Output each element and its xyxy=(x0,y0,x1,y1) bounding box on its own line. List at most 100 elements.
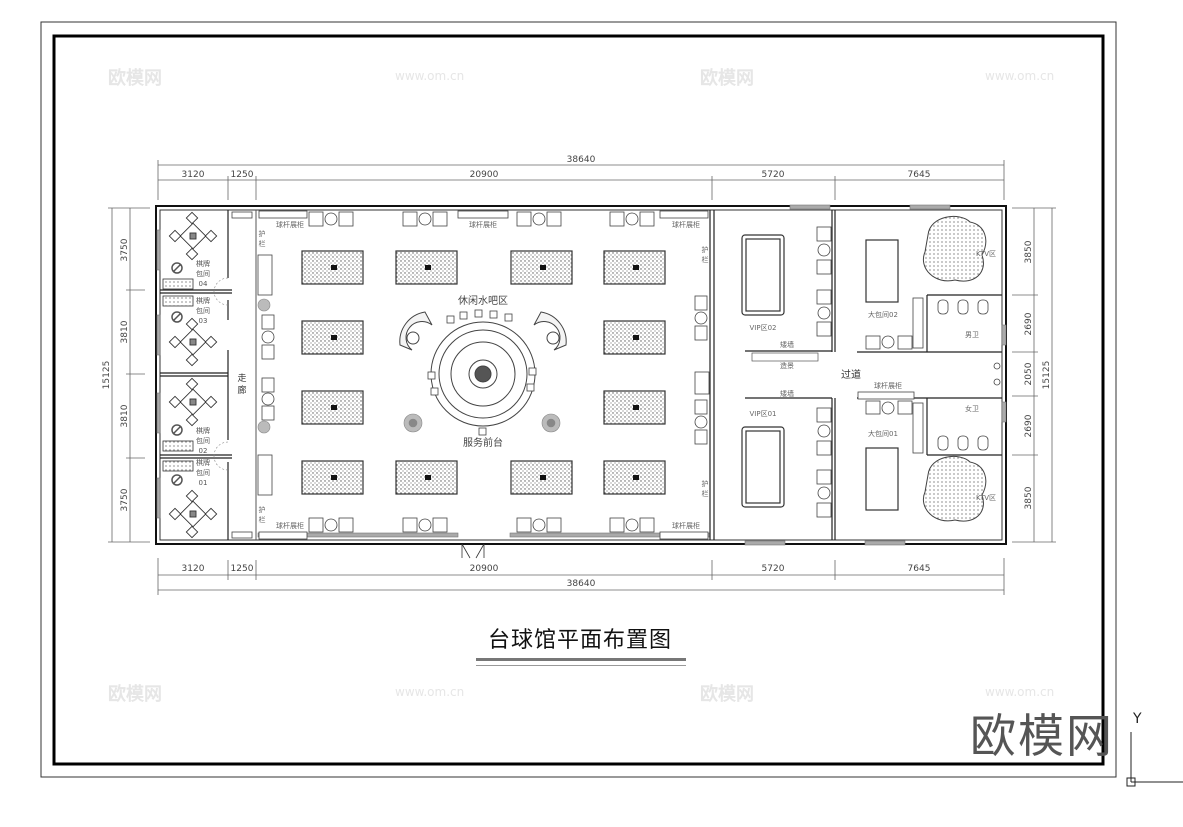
scenery-feature xyxy=(751,352,819,362)
svg-text:5720: 5720 xyxy=(762,564,785,574)
svg-text:2690: 2690 xyxy=(1024,414,1034,437)
svg-text:3850: 3850 xyxy=(1024,486,1034,509)
svg-text:15125: 15125 xyxy=(1042,361,1052,390)
svg-text:02: 02 xyxy=(199,447,208,455)
svg-text:护: 护 xyxy=(702,479,709,488)
svg-text:女卫: 女卫 xyxy=(965,404,979,413)
svg-text:欧模网: 欧模网 xyxy=(700,683,754,705)
svg-text:栏: 栏 xyxy=(259,515,266,524)
svg-text:03: 03 xyxy=(199,317,208,325)
svg-text:造景: 造景 xyxy=(780,361,794,370)
svg-text:球杆展柜: 球杆展柜 xyxy=(276,220,304,229)
svg-text:大包间01: 大包间01 xyxy=(868,429,898,438)
svg-text:VIP区01: VIP区01 xyxy=(750,410,777,418)
svg-text:www.om.cn: www.om.cn xyxy=(985,69,1054,83)
ktv-sofas xyxy=(922,215,987,522)
svg-text:04: 04 xyxy=(199,280,208,288)
no-entry-signs xyxy=(171,262,183,486)
svg-text:38640: 38640 xyxy=(567,579,596,589)
svg-text:护: 护 xyxy=(259,229,266,238)
svg-text:球杆展柜: 球杆展柜 xyxy=(276,521,304,530)
svg-text:VIP区02: VIP区02 xyxy=(750,324,777,332)
svg-text:7645: 7645 xyxy=(908,564,931,574)
svg-text:www.om.cn: www.om.cn xyxy=(395,69,464,83)
toilets xyxy=(937,299,1001,451)
svg-text:球杆展柜: 球杆展柜 xyxy=(874,381,902,390)
svg-text:服务前台: 服务前台 xyxy=(463,436,503,449)
svg-text:走: 走 xyxy=(237,373,246,384)
hall-top-seating xyxy=(308,211,655,533)
svg-text:包间: 包间 xyxy=(196,468,210,477)
svg-text:球杆展柜: 球杆展柜 xyxy=(672,521,700,530)
dimension-top xyxy=(157,160,1005,200)
dim-top-total: 38640 xyxy=(567,155,596,165)
svg-text:3120: 3120 xyxy=(182,170,205,180)
dimension-right xyxy=(1012,207,1056,543)
svg-text:01: 01 xyxy=(199,479,208,487)
svg-text:KTV区: KTV区 xyxy=(976,250,996,258)
svg-text:KTV区: KTV区 xyxy=(976,494,996,502)
title-underline-thick xyxy=(476,658,686,661)
svg-text:3850: 3850 xyxy=(1024,240,1034,263)
svg-text:廊: 廊 xyxy=(237,384,246,396)
sheet-inner-border xyxy=(52,34,1105,766)
svg-text:20900: 20900 xyxy=(470,170,499,180)
svg-text:20900: 20900 xyxy=(470,564,499,574)
watermark-layer: 欧模网 www.om.cn 欧模网 www.om.cn 欧模网 www.om.c… xyxy=(108,67,1054,705)
svg-text:包间: 包间 xyxy=(196,306,210,315)
vip-seating xyxy=(816,226,832,518)
svg-text:www.om.cn: www.om.cn xyxy=(985,685,1054,699)
pool-tables-vip xyxy=(741,234,785,508)
svg-text:3810: 3810 xyxy=(120,320,130,343)
hall-left-benches xyxy=(257,254,275,496)
svg-text:2690: 2690 xyxy=(1024,312,1034,335)
svg-text:男卫: 男卫 xyxy=(965,331,979,339)
watermark-logo: 欧模网 xyxy=(970,709,1114,763)
bar-stools xyxy=(427,309,537,436)
chess-rooms xyxy=(160,210,232,540)
svg-text:棋牌: 棋牌 xyxy=(196,458,210,467)
svg-text:包间: 包间 xyxy=(196,436,210,445)
svg-text:欧模网: 欧模网 xyxy=(700,67,754,89)
svg-text:3750: 3750 xyxy=(120,488,130,511)
svg-text:2050: 2050 xyxy=(1024,362,1034,385)
svg-text:栏: 栏 xyxy=(702,489,709,498)
plant-icons xyxy=(257,298,561,434)
mahjong-table-group xyxy=(168,211,218,539)
building-exterior-wall xyxy=(155,205,1007,545)
svg-text:栏: 栏 xyxy=(702,255,709,264)
hall-right-benches xyxy=(694,295,710,445)
ucs-axis-icon xyxy=(1126,732,1183,787)
dimension-bottom xyxy=(157,558,1005,595)
svg-text:棋牌: 棋牌 xyxy=(196,296,210,305)
svg-text:3810: 3810 xyxy=(120,404,130,427)
svg-text:www.om.cn: www.om.cn xyxy=(395,685,464,699)
vip-area-walls xyxy=(745,210,836,540)
svg-text:棋牌: 棋牌 xyxy=(196,259,210,268)
pool-table-ball-racks xyxy=(331,265,639,480)
svg-text:欧模网: 欧模网 xyxy=(108,67,162,89)
windows xyxy=(156,204,1007,546)
main-entrance-door xyxy=(461,543,485,559)
title-underline-thin xyxy=(476,665,686,666)
chess-room-sofas xyxy=(162,278,194,472)
dimension-left xyxy=(108,207,150,543)
svg-text:15125: 15125 xyxy=(102,361,112,390)
service-bar-counter xyxy=(399,311,567,427)
svg-text:7645: 7645 xyxy=(908,170,931,180)
svg-text:护: 护 xyxy=(702,245,709,254)
svg-text:矮墙: 矮墙 xyxy=(780,389,794,398)
svg-text:栏: 栏 xyxy=(259,239,266,248)
svg-text:包间: 包间 xyxy=(196,269,210,278)
svg-text:球杆展柜: 球杆展柜 xyxy=(672,220,700,229)
pool-tables-large-rooms xyxy=(865,239,899,511)
ucs-y-label: Y xyxy=(1133,711,1142,727)
svg-text:3120: 3120 xyxy=(182,564,205,574)
svg-text:棋牌: 棋牌 xyxy=(196,426,210,435)
svg-text:护: 护 xyxy=(259,505,266,514)
sheet-outer-border xyxy=(40,21,1117,778)
svg-text:3750: 3750 xyxy=(120,238,130,261)
svg-text:5720: 5720 xyxy=(762,170,785,180)
svg-text:欧模网: 欧模网 xyxy=(108,683,162,705)
